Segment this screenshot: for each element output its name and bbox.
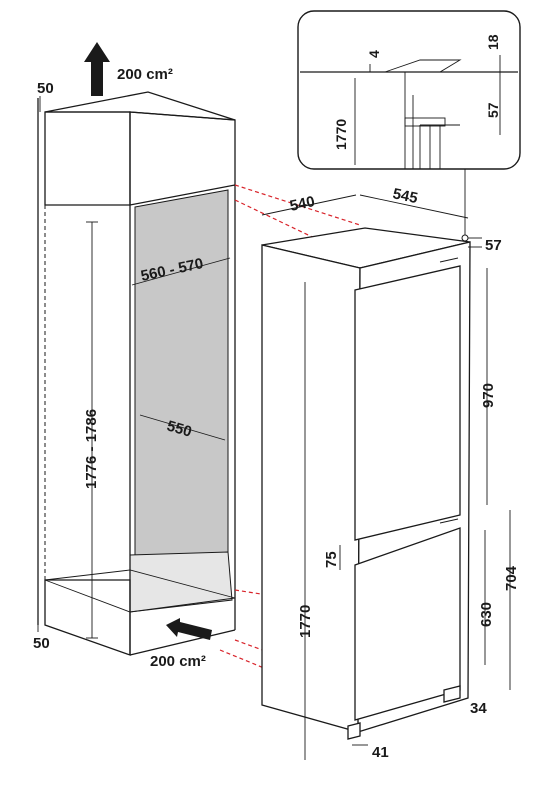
detail-inset: 4 18 1770 57 <box>297 10 521 242</box>
appliance-foot-right <box>443 685 461 703</box>
appliance <box>261 227 471 740</box>
detail-height: 1770 <box>333 119 349 150</box>
detail-hinge-height: 18 <box>485 34 501 50</box>
appliance-dimensions: 540 545 57 970 75 1770 630 704 34 41 <box>261 185 520 761</box>
cabinet-top-box-side <box>129 111 236 206</box>
cabinet-top-box-top <box>44 91 236 121</box>
lower-door-height: 630 <box>478 602 495 627</box>
niche-width-line <box>131 257 231 286</box>
niche-depth-line <box>139 414 226 441</box>
lower-section-height: 704 <box>503 565 520 591</box>
niche-height-label: 1776 - 1786 <box>83 409 100 489</box>
upper-door-height: 970 <box>480 383 497 408</box>
appliance-top-gap: 57 <box>485 237 502 254</box>
width-line <box>261 194 357 216</box>
cabinet-plinth <box>44 579 131 656</box>
detail-leader-dot <box>461 234 469 242</box>
niche-cabinet <box>37 91 236 656</box>
appliance-depth: 545 <box>391 185 419 207</box>
bottom-vent-label: 200 cm² <box>150 653 206 670</box>
upper-door <box>354 265 461 541</box>
depth-line <box>359 194 469 219</box>
niche-top-offset: 50 <box>37 80 54 97</box>
cabinet-plinth-top <box>44 569 236 613</box>
niche-bottom-offset: 50 <box>33 635 50 652</box>
plinth-height: 34 <box>470 700 487 717</box>
arrow-right-icon <box>166 618 212 640</box>
detail-hinge-offset: 57 <box>485 102 501 118</box>
niche-depth-label: 550 <box>165 418 194 441</box>
appliance-width: 540 <box>288 193 316 215</box>
door-gap: 75 <box>323 551 340 568</box>
appliance-foot-left <box>347 722 361 740</box>
detail-top-gap: 4 <box>366 50 382 58</box>
detail-frame <box>297 10 521 170</box>
total-height: 1770 <box>297 605 314 638</box>
upper-door-handle <box>439 257 459 263</box>
plinth-bottom <box>129 629 236 656</box>
bottom-vent: 200 cm² <box>150 618 212 670</box>
lower-door-handle <box>439 518 459 524</box>
appliance-side <box>261 244 361 733</box>
niche-back-panel <box>134 189 229 569</box>
detail-bracket <box>404 117 446 127</box>
cabinet-top-box-front <box>44 111 131 206</box>
detail-hinge <box>384 59 462 73</box>
top-vent: 200 cm² <box>84 42 173 96</box>
arrow-up-icon <box>84 42 110 96</box>
niche-floor <box>129 551 233 613</box>
top-vent-label: 200 cm² <box>117 66 173 83</box>
foot-offset: 41 <box>372 744 389 761</box>
